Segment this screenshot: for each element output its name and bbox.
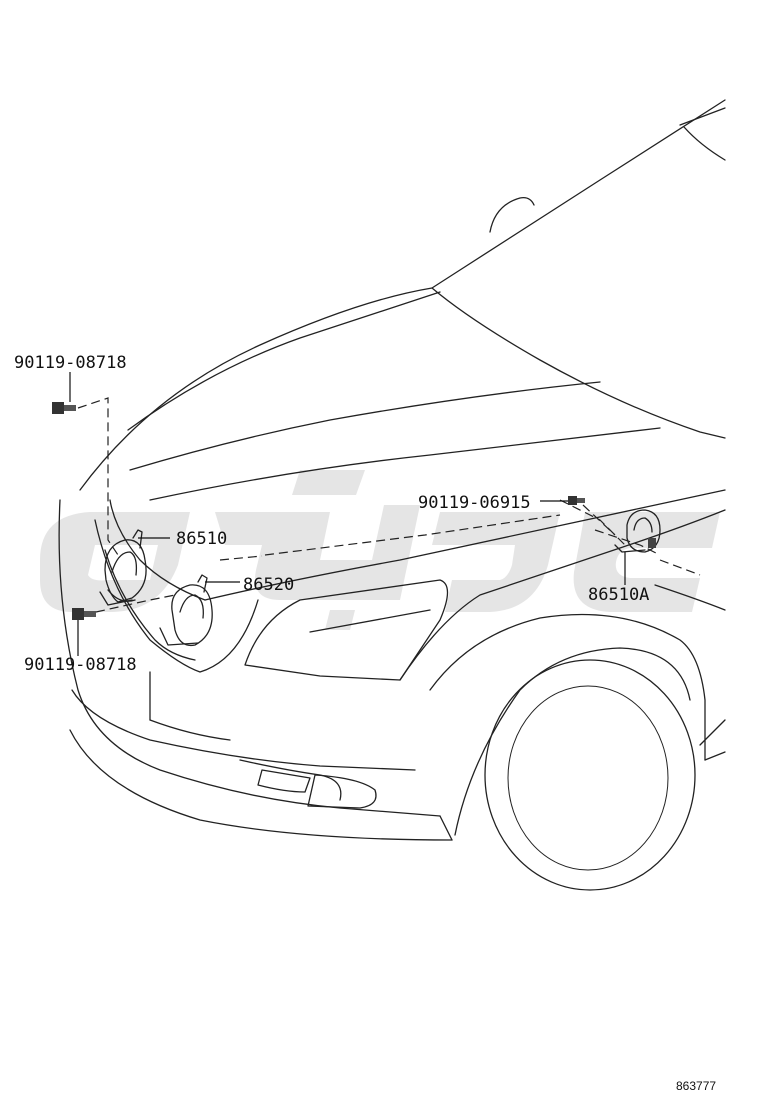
label-bolt-right: 90119-06915 — [418, 493, 531, 513]
bolt-right-icon — [568, 496, 585, 505]
label-horn-86510A: 86510A — [588, 585, 649, 605]
leader-lines — [69, 372, 626, 656]
mount-line-top — [77, 397, 119, 556]
car-body — [58, 99, 726, 891]
watermark — [40, 470, 720, 630]
horn-86520 — [159, 574, 213, 647]
label-bolt-bottom-left: 90119-08718 — [24, 655, 137, 675]
label-horn-86510: 86510 — [176, 529, 227, 549]
label-bolt-top-left: 90119-08718 — [14, 353, 127, 373]
bolt-bottom-left-icon — [72, 608, 96, 620]
diagram-number: 863777 — [676, 1079, 716, 1093]
horn-86510A — [614, 509, 661, 553]
bolt-top-left-icon — [52, 402, 76, 414]
label-horn-86520: 86520 — [243, 575, 294, 595]
mount-line-right — [582, 504, 616, 536]
horn-86510 — [99, 529, 147, 606]
mount-line-bottom — [95, 594, 176, 613]
